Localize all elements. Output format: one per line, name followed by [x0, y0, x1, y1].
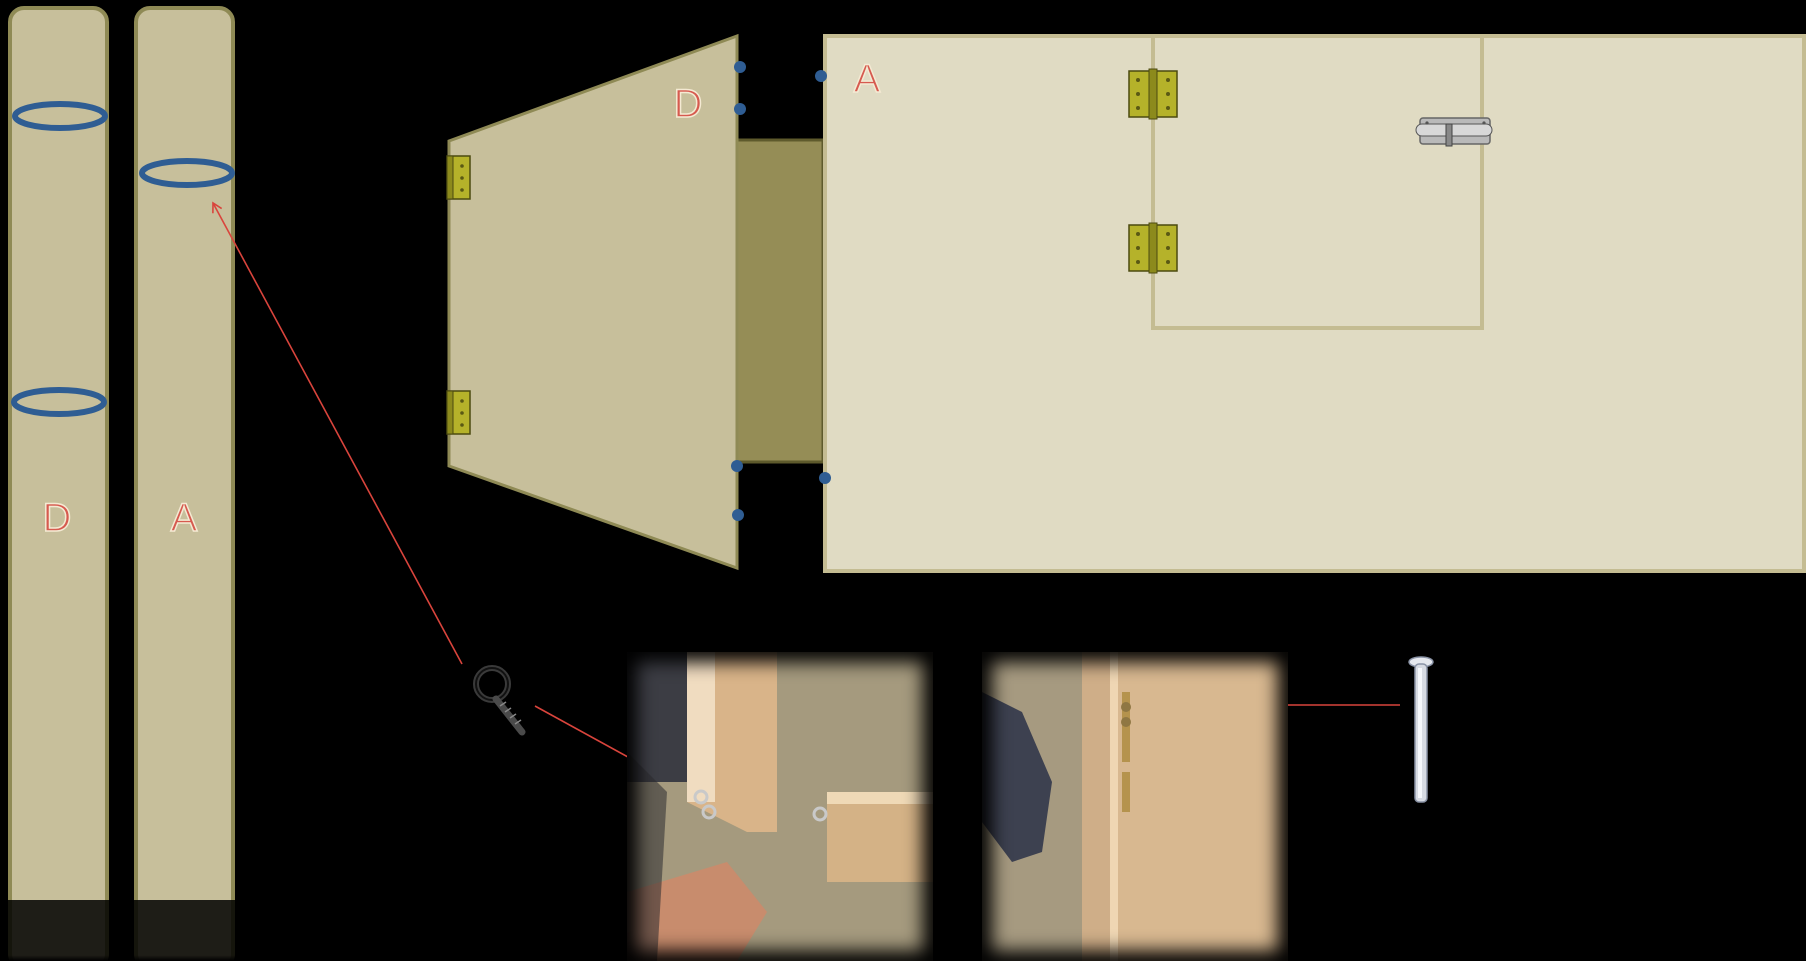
eye-screw-dot — [734, 103, 746, 115]
eye-screw-dot — [732, 509, 744, 521]
panel-d-label: D — [674, 82, 703, 126]
panel-d: D — [447, 36, 746, 568]
photo-eye-screws-installed — [627, 652, 933, 961]
arrow-to-ring — [213, 203, 462, 664]
panel-a-label: A — [854, 57, 881, 101]
pole-d: D — [10, 8, 107, 961]
hinge-pin-icon — [1409, 657, 1433, 802]
hinge-icon — [447, 391, 470, 434]
eye-screw-dot — [731, 460, 743, 472]
pole-a: A — [136, 8, 233, 961]
eye-screw-dot — [819, 472, 831, 484]
barrel-bolt-icon — [1416, 118, 1492, 146]
eye-screw-dot — [734, 61, 746, 73]
box-side — [733, 140, 823, 462]
panel-a: A — [815, 36, 1804, 571]
pole-a-label: A — [171, 496, 198, 540]
pole-d-label: D — [43, 496, 72, 540]
hinge-icon — [447, 156, 470, 199]
hinge-icon — [1129, 69, 1177, 119]
hinge-icon — [1129, 223, 1177, 273]
eye-screw-icon — [476, 668, 522, 732]
eye-screw-dot — [815, 70, 827, 82]
photo-hinge-pin-inserted — [982, 652, 1288, 961]
